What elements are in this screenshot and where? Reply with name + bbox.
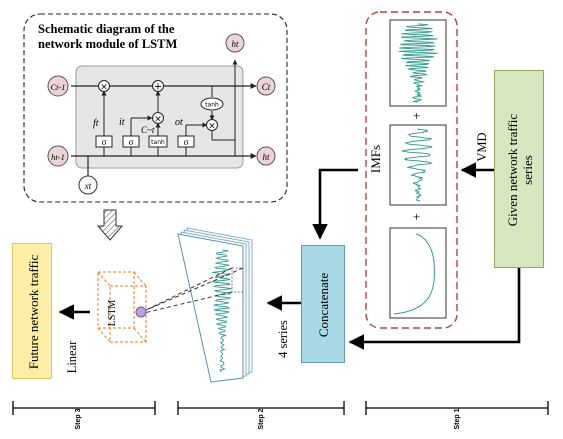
x-t-input-node: xt xyxy=(78,175,98,195)
svg-text:ht-1: ht-1 xyxy=(51,152,65,162)
svg-text:xt: xt xyxy=(84,181,92,191)
concatenate-box: Concatenate xyxy=(301,245,345,363)
linear-label: Linear xyxy=(64,340,79,374)
h-t-output-node: ht xyxy=(256,146,276,166)
tanh-gate-candidate: tanh xyxy=(148,135,168,148)
svg-text:Ct-1: Ct-1 xyxy=(50,82,65,92)
svg-text:ht: ht xyxy=(231,39,239,49)
svg-text:×: × xyxy=(100,83,108,93)
imfs-label: IMFs xyxy=(368,144,383,174)
svg-text:+: + xyxy=(154,82,162,93)
imf-plot-3 xyxy=(389,227,447,319)
step-2-label: Step 2 xyxy=(257,408,265,430)
svg-text:tanh: tanh xyxy=(205,102,219,109)
lstm-schematic-panel xyxy=(23,13,288,203)
tanh-node-cell: tanh xyxy=(200,97,224,111)
label-o-t: ot xyxy=(175,117,183,128)
future-traffic-label: Future network traffic xyxy=(25,254,41,370)
imf-plus-1: + xyxy=(413,108,421,123)
future-traffic-box: Future network traffic xyxy=(12,243,52,379)
svg-text:×: × xyxy=(208,122,216,132)
svg-text:σ: σ xyxy=(102,137,107,147)
c-t-node: Ct xyxy=(256,76,276,96)
svg-text:σ: σ xyxy=(184,137,189,147)
sigma-gate-forget: σ xyxy=(95,135,113,148)
lstm-cube-label: LSTM xyxy=(106,299,118,327)
c-prev-node: Ct-1 xyxy=(47,75,69,97)
svg-text:ht: ht xyxy=(262,152,270,162)
h-prev-node: ht-1 xyxy=(47,145,69,167)
svg-text:σ: σ xyxy=(129,137,134,147)
sigma-gate-output: σ xyxy=(177,135,195,148)
given-series-label: Given network traffic series xyxy=(505,113,535,227)
svg-text:tanh: tanh xyxy=(151,139,165,146)
multiply-node-output: × xyxy=(206,119,218,132)
label-i-t: it xyxy=(119,117,125,128)
given-series-box: Given network traffic series xyxy=(494,70,544,268)
lstm-panel-title: Schematic diagram of the network module … xyxy=(38,22,177,52)
series-stack xyxy=(177,227,253,383)
add-node: + xyxy=(152,80,164,93)
step-3-label: Step 3 xyxy=(74,408,82,430)
four-series-label: 4 series xyxy=(275,320,290,358)
lstm-cube xyxy=(97,271,147,343)
hatched-down-arrow xyxy=(96,209,124,241)
imf-plus-2: + xyxy=(413,209,421,224)
sigma-gate-input: σ xyxy=(122,135,140,148)
multiply-node-forget: × xyxy=(98,80,110,93)
h-t-top-node: ht xyxy=(225,33,245,53)
lstm-panel-title-line1: Schematic diagram of the xyxy=(38,22,175,36)
multiply-node-input: × xyxy=(152,112,164,125)
svg-text:Ct: Ct xyxy=(262,82,271,92)
lstm-panel-title-line2: network module of LSTM xyxy=(38,37,178,51)
step-bars xyxy=(12,401,549,415)
label-f-t: ft xyxy=(93,118,99,129)
label-c-tilde: C~t xyxy=(141,125,155,135)
step-1-label: Step 1 xyxy=(453,408,461,430)
svg-text:×: × xyxy=(154,115,162,125)
concatenate-label: Concatenate xyxy=(316,272,331,338)
vmd-label: VMD xyxy=(474,132,489,162)
